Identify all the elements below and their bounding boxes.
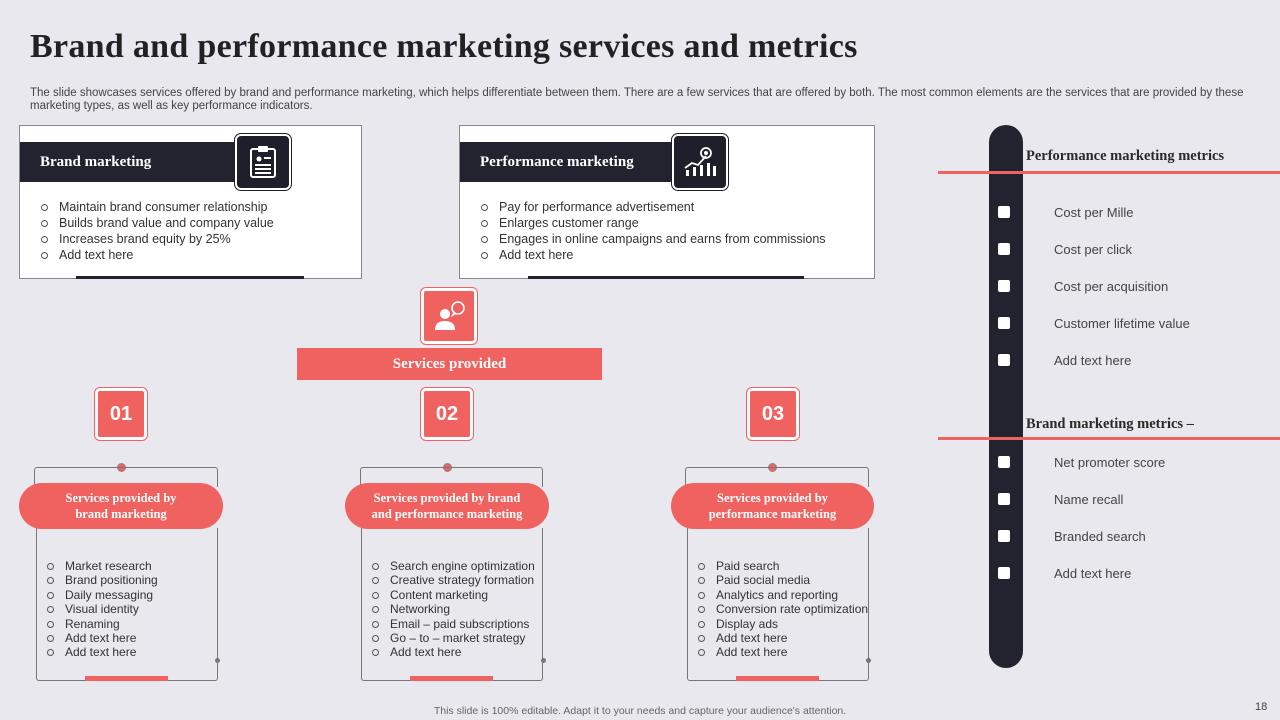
- pill-line: Services provided by brand: [373, 491, 521, 505]
- pill-line: Services provided by: [65, 491, 177, 505]
- list-item: Content marketing: [371, 588, 535, 602]
- list-item: Add text here: [46, 631, 158, 645]
- service-pill-brand: Services provided by brand marketing: [19, 483, 223, 529]
- service-underline: [410, 676, 493, 681]
- list-item: Paid search: [697, 559, 868, 573]
- list-item: Conversion rate optimization: [697, 602, 868, 616]
- pill-line: brand marketing: [75, 507, 167, 521]
- performance-marketing-list: Pay for performance advertisement Enlarg…: [480, 199, 826, 263]
- service-underline: [85, 676, 168, 681]
- list-item: Add text here: [697, 631, 868, 645]
- performance-metrics-divider: [938, 171, 1280, 174]
- list-item: Add text here: [697, 645, 868, 659]
- service-underline: [736, 676, 819, 681]
- metric-item: Add text here: [1054, 566, 1132, 581]
- list-item: Add text here: [480, 247, 826, 263]
- list-item: Creative strategy formation: [371, 573, 535, 587]
- service-pill-both: Services provided by brand and performan…: [345, 483, 549, 529]
- checkbox-icon: [998, 317, 1010, 329]
- list-item: Maintain brand consumer relationship: [40, 199, 274, 215]
- list-item: Add text here: [46, 645, 158, 659]
- clipboard-document-icon: [235, 134, 291, 190]
- list-item: Email – paid subscriptions: [371, 617, 535, 631]
- list-item: Renaming: [46, 617, 158, 631]
- metric-item: Cost per click: [1054, 242, 1133, 257]
- page-subtitle: The slide showcases services offered by …: [30, 87, 1244, 112]
- list-item: Paid social media: [697, 573, 868, 587]
- checkbox-icon: [998, 280, 1010, 292]
- performance-card-underline: [528, 276, 804, 279]
- page-number: 18: [1255, 701, 1268, 713]
- list-item: Market research: [46, 559, 158, 573]
- service-frame-top: [360, 467, 543, 487]
- performance-metrics-heading: Performance marketing metrics: [1026, 148, 1225, 164]
- pill-line: performance marketing: [708, 507, 837, 521]
- brand-card-underline: [76, 276, 304, 279]
- pill-line: and performance marketing: [371, 507, 523, 521]
- service-frame-top: [34, 467, 218, 487]
- metric-item: Name recall: [1054, 492, 1124, 507]
- service-pill-performance: Services provided by performance marketi…: [671, 483, 874, 529]
- list-item: Brand positioning: [46, 573, 158, 587]
- list-item: Display ads: [697, 617, 868, 631]
- list-item: Analytics and reporting: [697, 588, 868, 602]
- list-item: Daily messaging: [46, 588, 158, 602]
- checkbox-icon: [998, 354, 1010, 366]
- page-title: Brand and performance marketing services…: [30, 28, 858, 65]
- target-growth-chart-icon: [672, 134, 728, 190]
- metric-item: Cost per acquisition: [1054, 279, 1169, 294]
- metric-item: Customer lifetime value: [1054, 316, 1190, 331]
- checkbox-icon: [998, 530, 1010, 542]
- frame-corner-dot: [215, 658, 220, 663]
- checkbox-icon: [998, 456, 1010, 468]
- brand-marketing-list: Maintain brand consumer relationship Bui…: [40, 199, 274, 263]
- list-item: Pay for performance advertisement: [480, 199, 826, 215]
- step-number-02: 02: [421, 388, 473, 440]
- list-item: Go – to – market strategy: [371, 631, 535, 645]
- list-item: Networking: [371, 602, 535, 616]
- list-item: Enlarges customer range: [480, 215, 826, 231]
- list-item: Increases brand equity by 25%: [40, 231, 274, 247]
- metric-item: Cost per Mille: [1054, 205, 1134, 220]
- list-item: Builds brand value and company value: [40, 215, 274, 231]
- performance-marketing-card: Performance marketing Pay for performanc…: [459, 125, 875, 279]
- list-item: Visual identity: [46, 602, 158, 616]
- pill-line: Services provided by: [717, 491, 828, 505]
- brand-metrics-divider: [938, 437, 1280, 440]
- footer-note: This slide is 100% editable. Adapt it to…: [433, 705, 847, 717]
- person-speech-icon: [421, 288, 477, 344]
- list-item: Add text here: [40, 247, 274, 263]
- checkbox-icon: [998, 243, 1010, 255]
- service-list-brand: Market research Brand positioning Daily …: [46, 559, 158, 660]
- list-item: Search engine optimization: [371, 559, 535, 573]
- checkbox-icon: [998, 567, 1010, 579]
- frame-corner-dot: [541, 658, 546, 663]
- service-frame-top: [685, 467, 869, 487]
- checkbox-icon: [998, 493, 1010, 505]
- brand-metrics-heading: Brand marketing metrics –: [1026, 416, 1194, 432]
- step-number-01: 01: [95, 388, 147, 440]
- brand-marketing-card: Brand marketing Maintain brand consumer …: [19, 125, 362, 279]
- metric-item: Net promoter score: [1054, 455, 1166, 470]
- list-item: Add text here: [371, 645, 535, 659]
- step-number-03: 03: [747, 388, 799, 440]
- service-list-both: Search engine optimization Creative stra…: [371, 559, 535, 660]
- list-item: Engages in online campaigns and earns fr…: [480, 231, 826, 247]
- frame-corner-dot: [866, 658, 871, 663]
- metric-item: Branded search: [1054, 529, 1146, 544]
- metric-item: Add text here: [1054, 353, 1132, 368]
- services-provided-banner: Services provided: [297, 348, 602, 380]
- checkbox-icon: [998, 206, 1010, 218]
- service-list-performance: Paid search Paid social media Analytics …: [697, 559, 868, 660]
